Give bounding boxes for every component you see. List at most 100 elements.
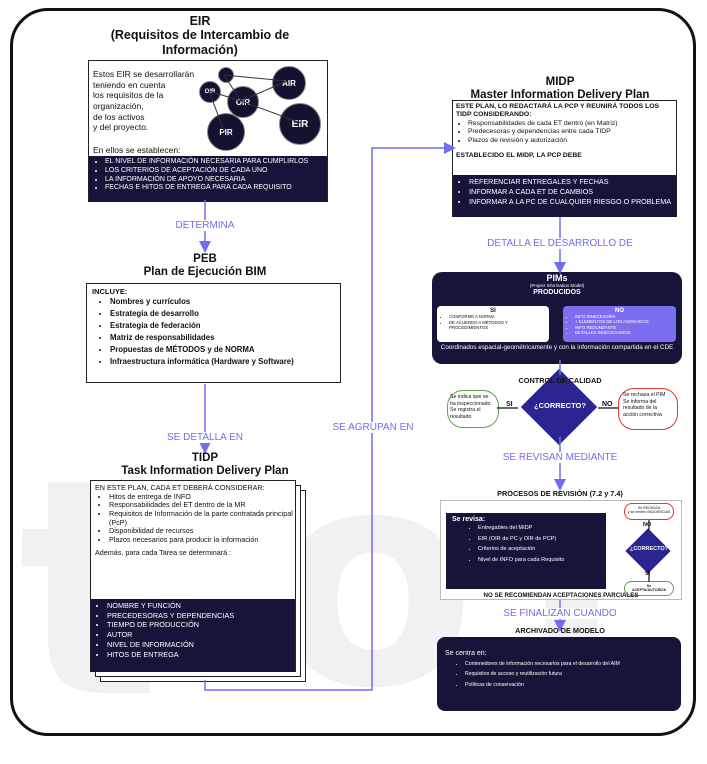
- pims-si-item: CONFORME A NORMA: [449, 314, 545, 320]
- eir-title-line: Información): [162, 42, 238, 57]
- tidp-title-line: Task Information Delivery Plan: [121, 465, 289, 478]
- midp-intro: ESTE PLAN, LO REDACTARÁ LA PCP Y REUNIRÁ…: [456, 103, 660, 119]
- review-reject-line: y se emiten INCIDENCIAS: [627, 510, 671, 515]
- midp-item: Responsabilidades de cada ET dentro (en …: [468, 120, 674, 128]
- pims-si-box: SI CONFORME A NORMA DE ACUERDO A MÉTODOS…: [437, 306, 549, 342]
- qc-no-line: Se rechaza el PIM: [623, 392, 666, 398]
- archive-items-list: Contenedores de información necesarios p…: [445, 659, 673, 690]
- midp-title-line: Master Information Delivery Plan: [470, 89, 650, 102]
- pims-si-label: SI: [490, 308, 496, 314]
- eir-intro-line: los requisitos de la: [93, 90, 164, 101]
- pims-no-item: + ELEMENTOS DE LOS ASIGNADOS: [575, 319, 672, 324]
- midp-document: ESTE PLAN, LO REDACTARÁ LA PCP Y REUNIRÁ…: [452, 100, 677, 217]
- tidp-body: EN ESTE PLAN, CADA ET DEBERÁ CONSIDERAR:…: [95, 483, 293, 558]
- arrow-label-detalla: DETALLA EL DESARROLLO DE: [475, 238, 645, 249]
- eir-items-box: EL NIVEL DE INFORMACIÓN NECESARIA PARA C…: [89, 156, 327, 202]
- midp-actions-list: REFERENCIAR ENTREGALES Y FECHAS INFORMAR…: [457, 177, 672, 207]
- qc-no-line: Se informa del: [623, 398, 657, 405]
- qc-yes-line: ha inspeccionado: [450, 400, 491, 407]
- qc-question: ¿CORRECTO?: [534, 401, 586, 410]
- midp-action: REFERENCIAR ENTREGALES Y FECHAS: [469, 177, 672, 187]
- peb-item: Propuestas de MÉTODOS y de NORMA: [110, 344, 335, 356]
- review-title: PROCESOS DE REVISIÓN (7.2 y 7.4): [497, 489, 623, 498]
- archive-item: Contenedores de información necesarios p…: [465, 659, 673, 669]
- pims-no-box: NO INFO INNECESARIA + ELEMENTOS DE LOS A…: [563, 306, 676, 342]
- midp-action: INFORMAR A CADA ET DE CAMBIOS: [469, 187, 672, 197]
- peb-title: PEB Plan de Ejecución BIM: [80, 253, 330, 279]
- midp-action: INFORMAR A LA PC DE CUALQUIER RIESGO O P…: [469, 197, 672, 207]
- arrow-label-se-revisan: SE REVISAN MEDIANTE: [485, 452, 635, 463]
- pir-node: PIR: [207, 113, 245, 151]
- qc-no-line: resultado de la: [623, 405, 658, 411]
- tidp-document: EN ESTE PLAN, CADA ET DEBERÁ CONSIDERAR:…: [90, 480, 296, 672]
- review-note: NO SE RECOMIENDAN ACEPTACIONES PARCIALES: [483, 592, 639, 599]
- qc-yes-box: Se indica que se ha inspeccionado Se reg…: [447, 390, 499, 428]
- peb-item: Infraestructura informática (Hardware y …: [110, 356, 335, 368]
- eir-establish-label: En ellos se establecen:: [93, 145, 181, 155]
- review-question: ¿CORRECTO?: [629, 546, 669, 552]
- review-item: Criterios de aceptación: [478, 544, 600, 555]
- pims-si-list: CONFORME A NORMA DE ACUERDO A MÉTODOS Y …: [441, 314, 545, 331]
- peb-item: Estrategia de desarrollo: [110, 308, 335, 320]
- peb-items-list: Nombres y currículos Estrategia de desar…: [92, 296, 335, 368]
- pims-no-item: INFO INNECESARIA: [575, 314, 672, 319]
- tidp-item: Plazos necesarios para producir la infor…: [109, 535, 293, 545]
- qc-yes-label: SI: [506, 401, 513, 408]
- qc-yes-line: Se indica que se: [450, 394, 489, 400]
- arrow-label-se-agrupan-en: SE AGRUPAN EN: [318, 422, 428, 433]
- peb-item: Matriz de responsabilidades: [110, 332, 335, 344]
- eir-node: EIR: [279, 103, 321, 145]
- peb-item: Nombres y currículos: [110, 296, 335, 308]
- midp-items-list: Responsabilidades de cada ET dentro (en …: [456, 120, 674, 145]
- pims-coord: Coordinados espacial-geométricamente y c…: [440, 344, 674, 351]
- tidp-items-list: Hitos de entrega de INFO Responsabilidad…: [95, 492, 293, 545]
- tidp-task-box: NOMBRE Y FUNCIÓN PRECEDESORAS Y DEPENDEN…: [91, 599, 295, 672]
- pims-subtitle: (Project Information Model): [529, 283, 585, 289]
- review-reject-box: Se RECHAZA y se emiten INCIDENCIAS: [624, 503, 674, 520]
- midp-item: Predecesoras y dependencias entre cada T…: [468, 128, 674, 136]
- peb-title-line: Plan de Ejecución BIM: [143, 266, 267, 279]
- midp-title-line: MIDP: [545, 76, 575, 88]
- pims-no-list: INFO INNECESARIA + ELEMENTOS DE LOS ASIG…: [567, 314, 672, 335]
- tidp-task-item: HITOS DE ENTREGA: [107, 650, 291, 660]
- pims-no-item: INFO REDUNDANTE: [575, 325, 672, 330]
- air-node: AIR: [272, 66, 306, 100]
- review-item: Nivel de INFO para cada Requisito: [478, 555, 600, 566]
- archive-item: Requisitos de acceso y reutilización fut…: [465, 669, 673, 679]
- arrow-label-se-detalla-en: SE DETALLA EN: [150, 432, 260, 443]
- review-yes-label: SI: [645, 571, 651, 577]
- eir-item: LA INFORMACIÓN DE APOYO NECESARIA: [105, 176, 323, 185]
- eir-network-lines: [208, 74, 302, 132]
- review-reject-line: Se RECHAZA: [637, 506, 661, 510]
- outer-frame: [10, 8, 696, 736]
- tidp-intro: EN ESTE PLAN, CADA ET DEBERÁ CONSIDERAR:: [95, 483, 265, 492]
- tidp-task-item: NOMBRE Y FUNCIÓN: [107, 601, 291, 611]
- pims-produced: PRODUCIDOS: [533, 288, 581, 296]
- review-label: Se revisa:: [452, 516, 486, 523]
- peb-document: INCLUYE: Nombres y currículos Estrategia…: [86, 283, 341, 383]
- tidp-task-item: PRECEDESORAS Y DEPENDENCIAS: [107, 611, 291, 621]
- review-items-list: Entregables del MIDP EIR (OIR de PC y OI…: [452, 523, 600, 566]
- eir-title-line: (Requisitos de Intercambio de: [110, 28, 290, 43]
- pims-header: PIMs (Project Information Model) PRODUCI…: [432, 273, 682, 297]
- eir-intro-line: organización,: [93, 100, 144, 111]
- peb-title-line: PEB: [193, 253, 217, 265]
- eir-title-line: EIR: [189, 14, 211, 28]
- eir-item: LOS CRITERIOS DE ACEPTACIÓN DE CADA UNO: [105, 167, 323, 176]
- pims-no-item: DETALLES INNECESARIOS: [575, 330, 672, 335]
- qc-no-line: acción correctiva: [623, 411, 662, 418]
- tidp-item: Hitos de entrega de INFO: [109, 492, 293, 502]
- midp-title: MIDP Master Information Delivery Plan: [445, 76, 675, 102]
- qc-no-label: NO: [602, 401, 613, 408]
- pims-si-item: DE ACUERDO A MÉTODOS Y PROCEDIMIENTOS: [449, 320, 545, 331]
- tidp-task-item: TIEMPO DE PRODUCCIÓN: [107, 620, 291, 630]
- peb-includes-label: INCLUYE:: [92, 287, 128, 296]
- archive-item: Políticas de conservación: [465, 680, 673, 690]
- review-box: Se revisa: Entregables del MIDP EIR (OIR…: [446, 513, 606, 589]
- review-accept-line: Se: [646, 584, 652, 588]
- eir-items-list: EL NIVEL DE INFORMACIÓN NECESARIA PARA C…: [93, 158, 323, 193]
- review-item: Entregables del MIDP: [478, 523, 600, 534]
- review-no-label: NO: [643, 522, 652, 528]
- eir-intro-line: Estos EIR se desarrollarán: [93, 69, 195, 79]
- eir-intro-line: teniendo en cuenta: [93, 79, 166, 90]
